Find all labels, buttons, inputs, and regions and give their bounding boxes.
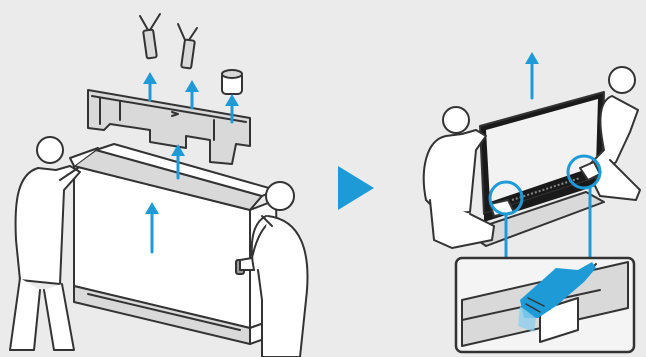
lift-step [422,52,641,354]
person-right [239,181,309,357]
person-kneeling-right [579,66,641,201]
stand-leg-right-icon [177,23,198,70]
foam-tray [87,89,251,165]
detail-callout-icon [454,256,636,354]
play-triangle-icon [338,166,374,210]
accessory-cylinder-icon [221,69,243,95]
unbox-step [9,13,309,357]
detail-circle-right [566,154,602,190]
stand-leg-left-icon [139,13,161,60]
person-left [9,136,81,351]
person-kneeling-left [422,106,515,249]
up-arrow-icon [525,52,539,100]
up-arrow-icon [143,72,239,254]
tv-box [69,143,279,345]
